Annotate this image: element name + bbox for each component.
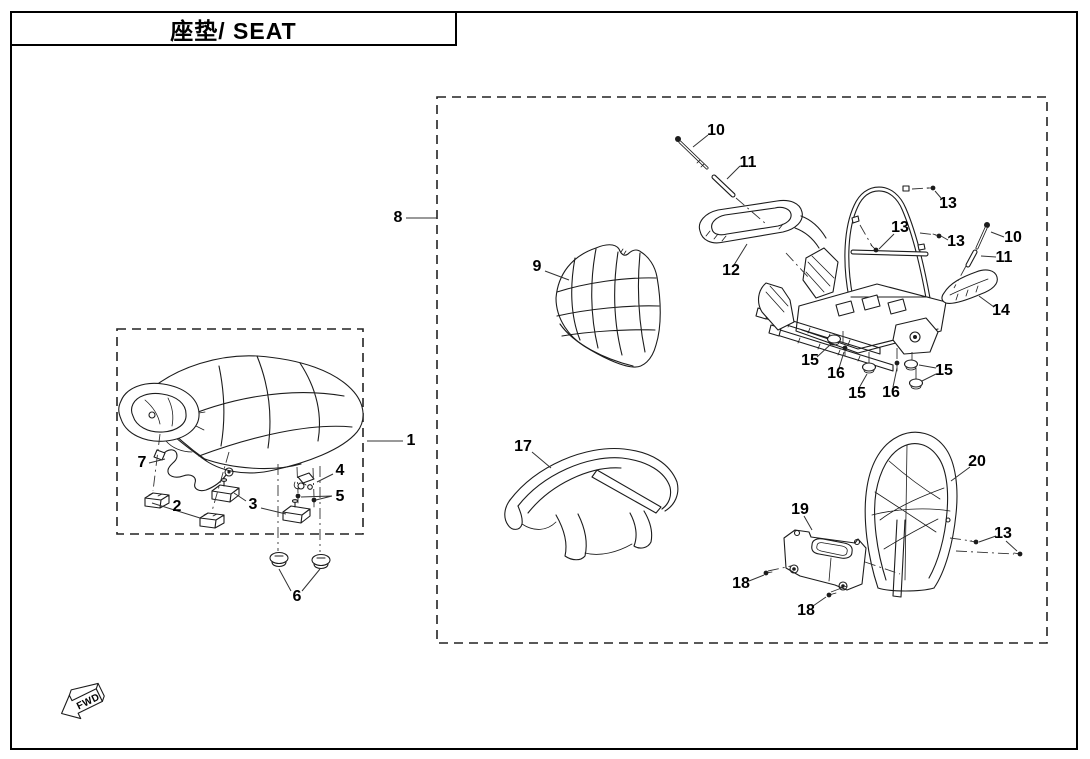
- page-border: [10, 11, 1078, 750]
- callout-3: 3: [248, 496, 258, 513]
- callout-20: 20: [968, 453, 986, 470]
- callout-8: 8: [393, 209, 403, 226]
- bolt-spacer-right-drawing: [965, 222, 990, 268]
- callout-14: 14: [992, 302, 1010, 319]
- seat-cover-drawing: [504, 447, 679, 561]
- callout-16: 16: [827, 365, 845, 382]
- small-bolt-icons: [295, 185, 1023, 598]
- title-box: 座垫/ SEAT: [10, 11, 457, 46]
- callout-4: 4: [335, 462, 345, 479]
- seat-mount-parts-drawing: [144, 449, 331, 570]
- callout-5: 5: [335, 488, 345, 505]
- backrest-frame-drawing: [864, 431, 958, 598]
- callout-17: 17: [514, 438, 532, 455]
- callout-15: 15: [935, 362, 953, 379]
- bolt-spacer-top-drawing: [675, 136, 736, 198]
- fwd-arrow: FWD: [61, 682, 105, 720]
- callout-19: 19: [791, 501, 809, 518]
- backrest-cushion-drawing: [555, 244, 661, 368]
- callout-12: 12: [722, 262, 740, 279]
- callout-15: 15: [848, 385, 866, 402]
- callout-7: 7: [137, 454, 147, 471]
- page-title: 座垫/ SEAT: [170, 17, 297, 44]
- seat-assembly-box: [116, 328, 364, 535]
- callout-10: 10: [707, 122, 725, 139]
- callout-13: 13: [939, 195, 957, 212]
- grab-handle-drawing: [698, 199, 827, 249]
- leader-lines: [148, 134, 1018, 607]
- seat-cushion-drawing: [118, 355, 364, 474]
- latch-handle-drawing: [941, 269, 998, 304]
- callout-6: 6: [292, 588, 302, 605]
- callout-13: 13: [947, 233, 965, 250]
- callout-9: 9: [532, 258, 542, 275]
- grommet-icons: [826, 334, 924, 390]
- frame-assembly-box: [436, 96, 1048, 644]
- callout-11: 11: [739, 154, 757, 171]
- callout-13: 13: [994, 525, 1012, 542]
- callout-16: 16: [882, 384, 900, 401]
- center-lines: [152, 187, 1015, 593]
- callout-11: 11: [995, 249, 1013, 266]
- back-panel-drawing: [783, 529, 867, 591]
- callout-13: 13: [891, 219, 909, 236]
- callout-10: 10: [1004, 229, 1022, 246]
- callout-15: 15: [801, 352, 819, 369]
- callout-18: 18: [797, 602, 815, 619]
- fwd-label: FWD: [75, 692, 102, 713]
- callout-1: 1: [406, 432, 416, 449]
- callout-2: 2: [172, 498, 182, 515]
- callout-18: 18: [732, 575, 750, 592]
